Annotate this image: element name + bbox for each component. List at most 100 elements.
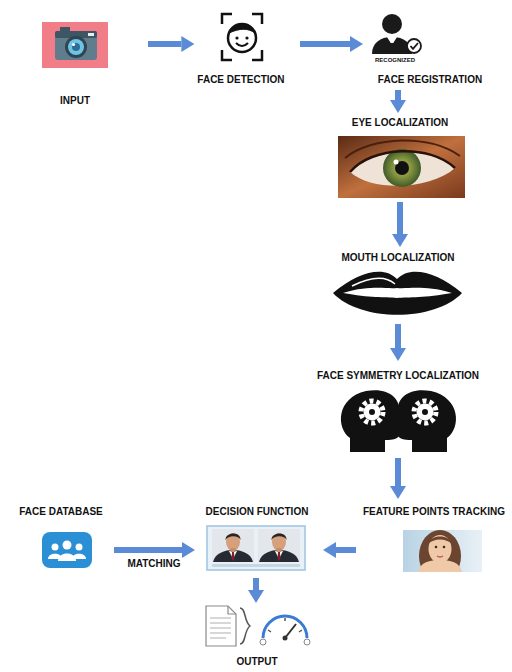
tracked-face-photo — [429, 535, 452, 563]
flow-arrow — [336, 547, 356, 553]
thinking-heads-icon — [361, 401, 383, 423]
flow-step: OUTPUT — [196, 604, 320, 670]
recognized-person-icon — [372, 14, 421, 54]
camera-icon — [72, 43, 75, 46]
face-detect-icon — [245, 36, 248, 39]
output-icon — [263, 616, 307, 638]
flow-arrow — [148, 41, 181, 47]
step-label: EYE LOCALIZATION — [352, 117, 448, 129]
step-label: MOUTH LOCALIZATION — [341, 252, 454, 264]
step-label: DECISION FUNCTION — [206, 506, 309, 518]
output-icon — [210, 618, 231, 638]
recognized-person-icon — [407, 39, 421, 53]
face-compare-photo — [212, 564, 300, 567]
step-label: FACE DETECTION — [197, 74, 284, 86]
flow-step: FACE DETECTION — [195, 8, 298, 88]
output-icon — [206, 606, 310, 646]
camera-icon — [72, 43, 80, 51]
thinking-heads-icon — [422, 409, 428, 415]
step-label: FACE SYMMETRY LOCALIZATION — [317, 370, 479, 382]
face-compare-photo — [212, 529, 254, 562]
camera-icon — [42, 22, 108, 68]
face-detect-icon — [252, 14, 262, 24]
face-detect-icon — [236, 43, 248, 46]
tracked-face-photo — [443, 546, 446, 549]
recognized-person-icon — [390, 43, 394, 53]
thinking-heads-icon — [341, 390, 456, 452]
output-icon — [304, 639, 310, 645]
output-icon — [283, 636, 288, 641]
face-compare-photo — [207, 526, 305, 570]
recognized-person-icon — [382, 14, 402, 34]
step-label: FACE REGISTRATION — [378, 74, 482, 86]
eye-photo — [338, 136, 465, 198]
flow-step: INPUT — [20, 16, 146, 110]
database-icon — [76, 544, 83, 551]
lips-icon — [343, 288, 452, 298]
flow-step: RECOGNIZED FACE REGISTRATION — [364, 6, 506, 88]
tracked-face-photo — [428, 537, 452, 545]
face-detect-icon — [222, 14, 232, 24]
thinking-heads-icon — [414, 401, 436, 423]
thinking-heads-icon — [417, 404, 434, 421]
tracked-face-photo — [435, 546, 438, 549]
flow-arrow — [253, 578, 259, 590]
step-label: RECOGNIZED — [375, 56, 415, 64]
recognized-person-icon — [411, 43, 419, 49]
eye-photo — [338, 136, 465, 198]
tracked-face-photo — [403, 530, 482, 582]
lips-icon — [333, 272, 462, 315]
output-icon — [228, 606, 236, 614]
thinking-heads-icon — [369, 409, 375, 415]
edge-label: MATCHING — [125, 558, 182, 570]
flow-arrow — [395, 90, 401, 100]
flow-arrow — [397, 202, 403, 234]
database-icon — [42, 532, 92, 568]
lips-icon — [333, 272, 462, 315]
tracked-face-photo — [437, 556, 443, 557]
step-label: FEATURE POINTS TRACKING — [363, 506, 505, 518]
face-detect-icon — [229, 24, 255, 33]
database-icon — [42, 532, 92, 568]
camera-icon — [65, 36, 87, 58]
tracked-face-photo — [418, 530, 462, 572]
database-icon — [58, 554, 76, 562]
tracked-face-photo — [403, 530, 482, 572]
eye-photo — [394, 160, 399, 165]
output-icon — [268, 618, 302, 632]
face-compare-photo — [258, 529, 300, 562]
face-detect-icon — [235, 36, 238, 39]
database-icon — [63, 541, 72, 550]
face-detect-icon — [222, 14, 262, 60]
lips-icon — [352, 278, 395, 286]
output-icon — [285, 624, 296, 638]
face-detect-icon — [228, 24, 256, 52]
camera-icon — [88, 33, 94, 36]
database-icon — [52, 544, 59, 551]
camera-icon — [60, 27, 70, 32]
output-icon — [206, 606, 236, 646]
flow-step: FACE SYMMETRY LOCALIZATION — [300, 362, 496, 456]
camera-icon — [55, 31, 97, 60]
recognized-person-icon — [372, 37, 412, 54]
output-icon — [260, 639, 266, 645]
flow-step: FEATURE POINTS TRACKING — [358, 500, 508, 576]
face-detect-icon — [222, 50, 232, 60]
tracked-face-photo — [419, 530, 461, 572]
camera-icon — [68, 39, 84, 55]
flow-step: EYE LOCALIZATION — [332, 114, 470, 200]
flow-step: MOUTH LOCALIZATION — [330, 248, 466, 322]
thinking-heads-icon — [392, 390, 456, 452]
flow-arrow — [395, 324, 401, 348]
step-label: OUTPUT — [236, 656, 277, 668]
flow-arrow — [395, 458, 401, 486]
step-label: INPUT — [60, 95, 90, 107]
step-label: FACE DATABASE — [19, 506, 103, 518]
eye-photo — [350, 151, 455, 172]
output-icon — [240, 608, 250, 644]
face-detect-icon — [252, 50, 262, 60]
flow-arrow — [114, 547, 182, 553]
flow-step: DECISION FUNCTION — [196, 500, 322, 576]
